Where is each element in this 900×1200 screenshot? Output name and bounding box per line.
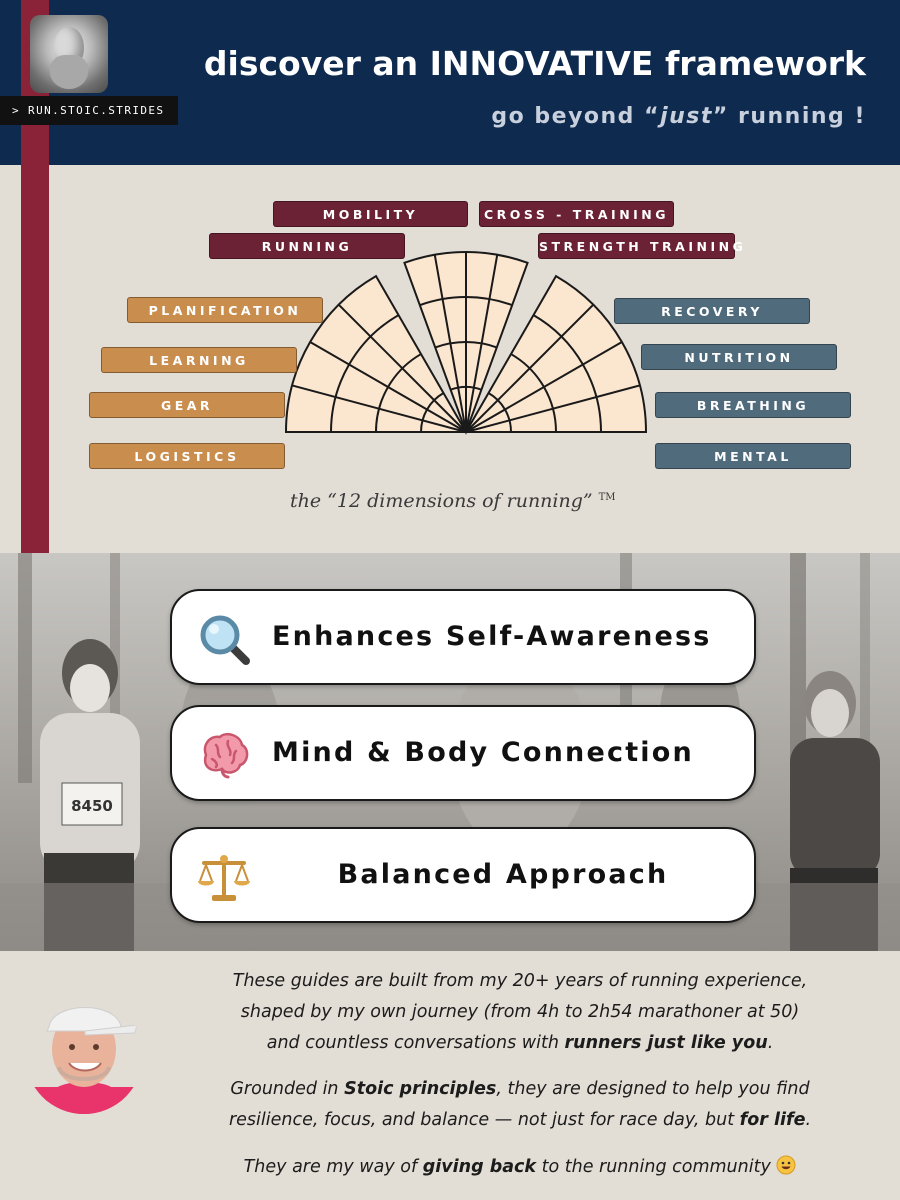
diagram-caption: the “12 dimensions of running”TM	[290, 490, 616, 512]
fan-spoke	[433, 254, 467, 433]
svg-text:8450: 8450	[71, 797, 113, 815]
bio-paragraph-2: Grounded in Stoic principles, they are d…	[228, 1079, 812, 1130]
dimension-pill-strength-training: STRENGTH TRAINING	[538, 233, 743, 259]
smiley-icon	[776, 1155, 796, 1175]
balance-scale-icon	[198, 855, 250, 901]
bio-paragraph-1: These guides are built from my 20+ years…	[232, 971, 808, 1053]
benefit-label: Balanced Approach	[337, 859, 669, 890]
dimension-pill-logistics: LOGISTICS	[89, 443, 285, 469]
dimension-pill-nutrition: NUTRITION	[641, 344, 837, 370]
benefit-card-self-awareness: Enhances Self-Awareness	[170, 589, 756, 685]
stoic-bust-avatar	[30, 15, 108, 93]
magnifier-icon	[200, 615, 250, 665]
fan-spoke	[291, 384, 467, 433]
fan-spoke	[465, 304, 594, 433]
author-photo	[25, 996, 143, 1114]
dimension-pill-cross-training: CROSS - TRAINING	[479, 201, 674, 227]
dimension-pill-breathing: BREATHING	[655, 392, 851, 418]
fan-spoke	[309, 341, 467, 433]
fan-spoke	[465, 341, 623, 433]
dimension-pill-planification: PLANIFICATION	[127, 297, 323, 323]
dimensions-fan-diagram	[284, 250, 648, 435]
dimension-pill-running: RUNNING	[209, 233, 405, 259]
header-banner	[0, 0, 900, 165]
brain-icon	[203, 733, 249, 779]
page-title: discover an INNOVATIVE framework	[203, 44, 866, 83]
account-handle[interactable]: > RUN.STOIC.STRIDES	[0, 96, 178, 125]
dimension-pill-gear: GEAR	[89, 392, 285, 418]
benefit-label: Enhances Self-Awareness	[272, 621, 712, 652]
fan-spoke	[465, 384, 641, 433]
dimension-pill-recovery: RECOVERY	[614, 298, 810, 324]
dimension-pill-mobility: MOBILITY	[273, 201, 468, 227]
dimension-pill-mental: MENTAL	[655, 443, 851, 469]
benefit-card-balanced: Balanced Approach	[170, 827, 756, 923]
fan-spoke	[338, 304, 467, 433]
benefit-label: Mind & Body Connection	[272, 737, 694, 768]
page-subtitle: go beyond “just” running !	[491, 104, 866, 129]
bio-section: These guides are built from my 20+ years…	[0, 951, 900, 1200]
bio-paragraph-3: They are my way of giving back to the ru…	[165, 1152, 875, 1183]
dimension-pill-learning: LEARNING	[101, 347, 297, 373]
benefit-card-mind-body: Mind & Body Connection	[170, 705, 756, 801]
fan-spoke	[465, 254, 499, 433]
